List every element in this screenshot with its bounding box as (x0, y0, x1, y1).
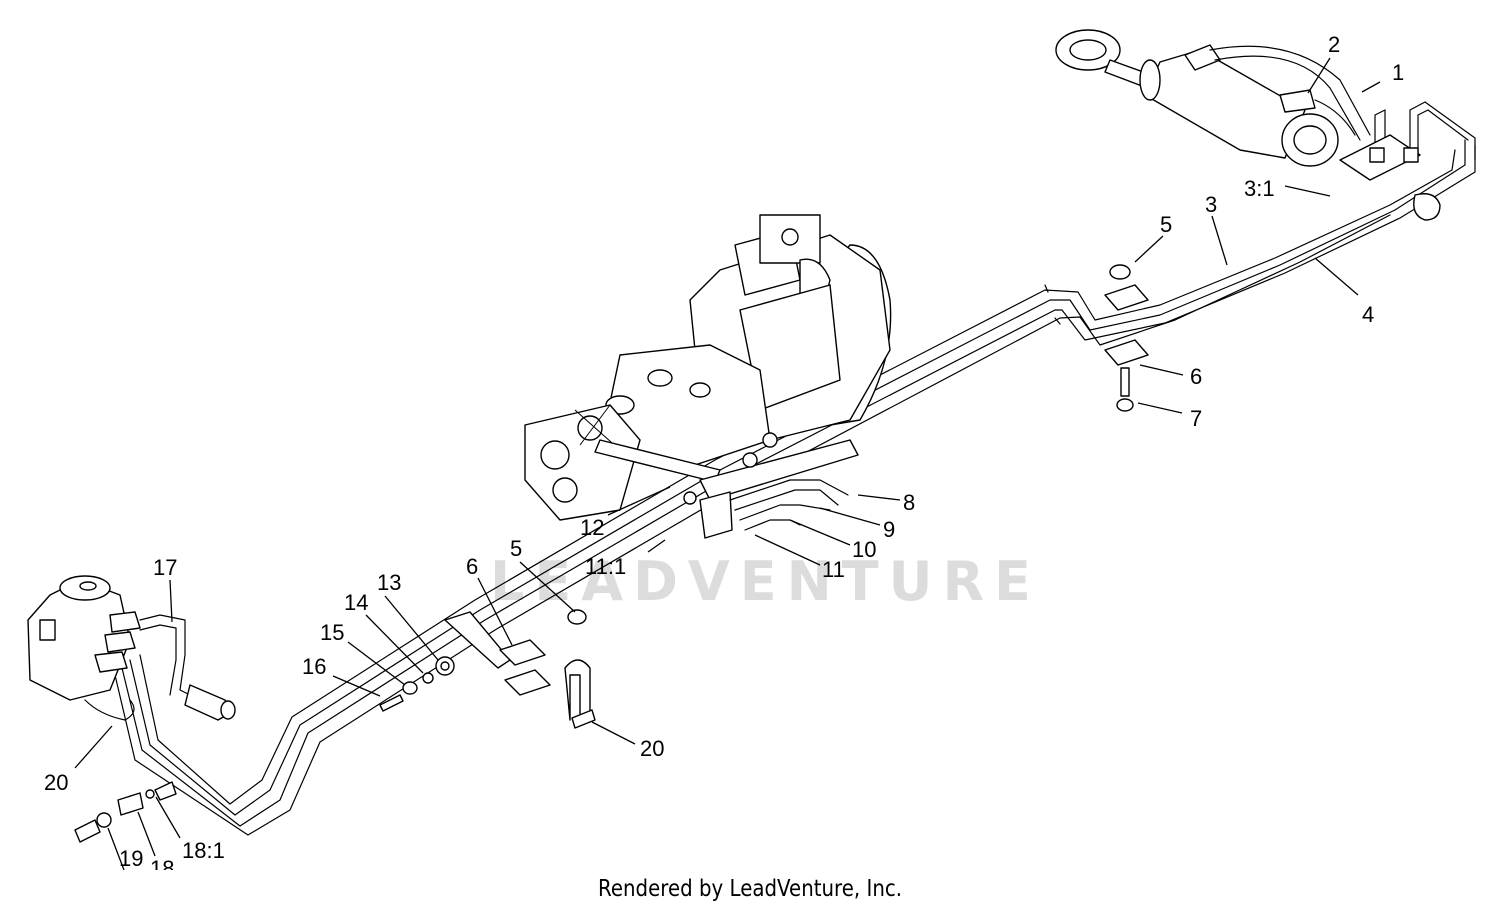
callout-11: 11 (822, 557, 845, 582)
callout-3-1: 3:1 (1244, 176, 1275, 201)
callout-11-1: 11:1 (585, 554, 626, 579)
clamp-mid-rear (1104, 264, 1149, 412)
hydraulic-lines-diagram: LEADVENTURE (27, 29, 1476, 870)
footer-credit: Rendered by LeadVenture, Inc. (597, 876, 903, 902)
callout-1: 1 (1392, 60, 1404, 85)
tube-bundle-main (114, 139, 1476, 836)
hydraulic-cylinder (1055, 29, 1371, 167)
callout-13: 13 (377, 570, 401, 595)
fittings-lower-left (74, 781, 177, 843)
hydrostatic-pump (524, 214, 892, 539)
tube-upper-right (1339, 101, 1476, 221)
callout-10: 10 (852, 537, 876, 562)
callout-20-left: 20 (44, 770, 68, 795)
callout-16: 16 (302, 654, 326, 679)
callout-4: 4 (1362, 302, 1374, 327)
callout-12: 12 (580, 515, 604, 540)
callout-5-rear: 5 (1160, 212, 1172, 237)
callout-19: 19 (119, 846, 143, 870)
callout-2: 2 (1328, 32, 1340, 57)
callout-18: 18 (150, 856, 174, 870)
callouts: 1 2 3:1 3 4 5 6 7 8 9 10 11 11:1 12 5 6 … (44, 32, 1404, 870)
callout-18-1: 18:1 (182, 838, 225, 863)
callout-7: 7 (1190, 406, 1202, 431)
callout-9: 9 (883, 517, 895, 542)
callout-14: 14 (344, 590, 368, 615)
callout-6-front: 6 (466, 554, 478, 579)
clamp-mid-front (444, 609, 596, 729)
callout-8: 8 (903, 490, 915, 515)
callout-5-front: 5 (510, 536, 522, 561)
control-valve (27, 575, 236, 721)
callout-6-rear: 6 (1190, 364, 1202, 389)
leader-lines (74, 57, 1381, 870)
watermark: LEADVENTURE (490, 550, 1041, 613)
fastener-set-13-16 (379, 656, 455, 712)
callout-17: 17 (153, 555, 177, 580)
callout-20-mid: 20 (640, 736, 664, 761)
callout-15: 15 (320, 620, 344, 645)
callout-3: 3 (1205, 192, 1217, 217)
